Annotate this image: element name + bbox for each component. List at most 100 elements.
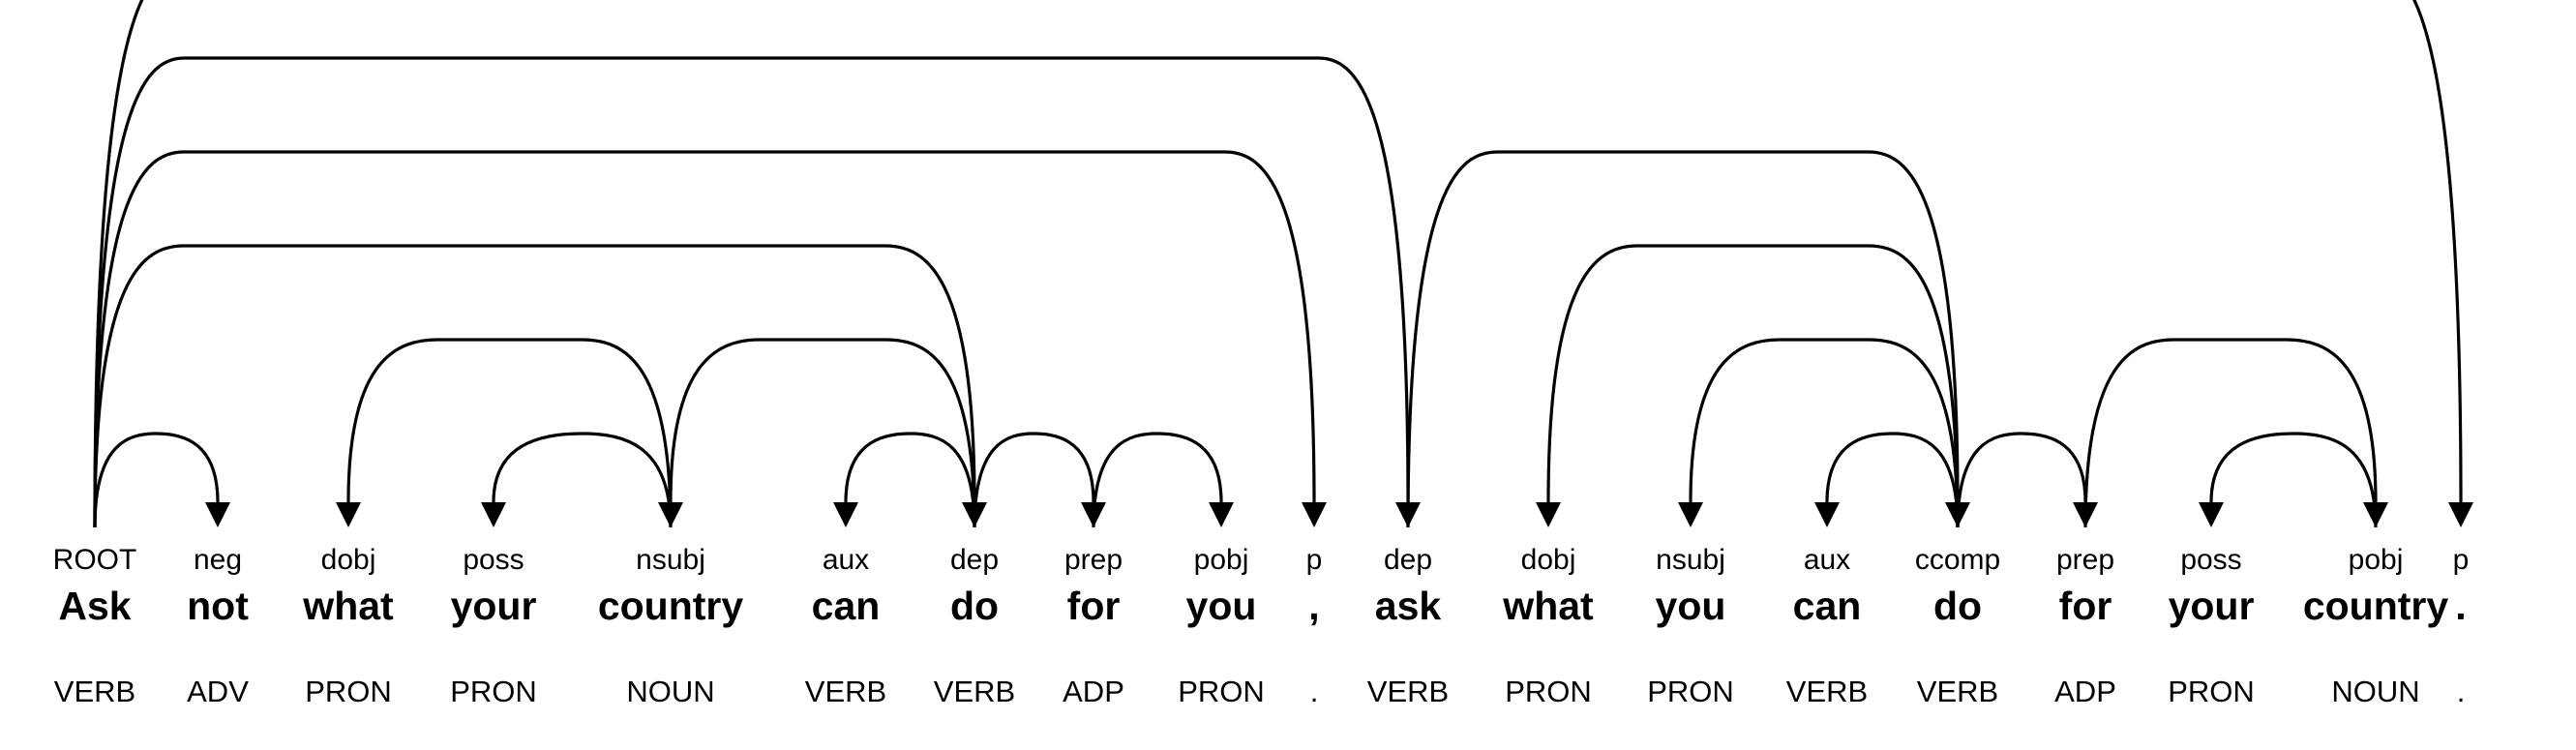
arc-path (93, 56, 1410, 528)
dep-label-3: poss (463, 544, 524, 576)
arrow-head-icon (481, 502, 506, 527)
pos-tag-14: VERB (1917, 675, 1998, 708)
arc-path (2083, 338, 2378, 528)
word-4[interactable]: country (598, 584, 744, 628)
arc-nsubj-6-4 (658, 338, 976, 528)
pos-tag-10: VERB (1367, 675, 1449, 708)
arrow-head-icon (336, 502, 361, 527)
word-9[interactable]: , (1308, 584, 1319, 628)
dep-label-9: p (1306, 544, 1323, 576)
pos-tag-7: ADP (1063, 675, 1124, 708)
word-18[interactable]: . (2455, 584, 2466, 628)
arc-path (1825, 432, 1960, 528)
arrow-head-icon (1678, 502, 1703, 527)
pos-tags-layer: VERB ADV PRON PRON NOUN VERB VERB ADP PRON. VERB P… (54, 675, 2466, 708)
arc-path (1092, 432, 1223, 528)
word-17[interactable]: country (2303, 584, 2449, 628)
pos-tag-0: VERB (54, 675, 135, 708)
pos-tag-5: VERB (805, 675, 886, 708)
pos-tag-3: PRON (450, 675, 537, 708)
dep-label-2: dobj (321, 544, 376, 576)
pos-tag-17: NOUN (2331, 675, 2419, 708)
pos-tag-8: PRON (1178, 675, 1265, 708)
dep-label-5: aux (823, 544, 869, 576)
word-1[interactable]: not (187, 584, 249, 628)
pos-tag-11: PRON (1505, 675, 1592, 708)
arc-path (2209, 432, 2378, 528)
arc-aux-6-5 (833, 432, 976, 528)
word-10[interactable]: ask (1375, 584, 1442, 628)
pos-tag-18: . (2457, 675, 2466, 708)
arrow-head-icon (1536, 502, 1561, 527)
word-11[interactable]: what (1502, 584, 1594, 628)
word-3[interactable]: your (451, 584, 537, 628)
arc-prep-14-15 (1956, 432, 2098, 528)
arc-p-0-18 (93, 0, 2473, 528)
arrow-head-icon (205, 502, 230, 527)
word-6[interactable]: do (950, 584, 999, 628)
arc-path (93, 244, 976, 528)
dep-label-10: dep (1384, 544, 1432, 576)
arrow-head-icon (1814, 502, 1840, 527)
arc-path (973, 432, 1095, 528)
pos-tag-4: NOUN (626, 675, 714, 708)
arc-path (93, 0, 2463, 528)
arc-dobj-4-2 (336, 338, 673, 528)
word-14[interactable]: do (1933, 584, 1982, 628)
arc-neg-0-1 (93, 432, 230, 528)
pos-tag-2: PRON (305, 675, 392, 708)
arc-nsubj-14-12 (1678, 338, 1960, 528)
dep-label-8: pobj (1194, 544, 1249, 576)
arrow-head-icon (833, 502, 858, 527)
pos-tag-15: ADP (2054, 675, 2116, 708)
dep-label-11: dobj (1521, 544, 1576, 576)
dep-label-0: ROOT (53, 544, 137, 576)
arc-p-0-9 (93, 150, 1327, 528)
arc-path (93, 150, 1316, 528)
dep-label-7: prep (1064, 544, 1123, 576)
arc-path (669, 338, 976, 528)
arc-poss-17-16 (2199, 432, 2378, 528)
word-5[interactable]: can (812, 584, 881, 628)
word-16[interactable]: your (2169, 584, 2255, 628)
word-13[interactable]: can (1793, 584, 1862, 628)
word-0[interactable]: Ask (58, 584, 131, 628)
pos-tag-9: . (1310, 675, 1319, 708)
dep-label-1: neg (194, 544, 242, 576)
arc-path (1689, 338, 1960, 528)
pos-tag-6: VERB (934, 675, 1015, 708)
arrow-head-icon (2448, 502, 2473, 527)
dep-label-18: p (2453, 544, 2470, 576)
arc-dep-0-10 (93, 56, 1421, 528)
word-2[interactable]: what (302, 584, 394, 628)
word-12[interactable]: you (1656, 584, 1726, 628)
arc-path (1406, 150, 1960, 528)
word-8[interactable]: you (1186, 584, 1257, 628)
dep-label-6: dep (950, 544, 999, 576)
dep-label-4: nsubj (636, 544, 705, 576)
arc-prep-6-7 (973, 432, 1106, 528)
dependency-labels-layer: ROOT neg dobj poss nsubj aux dep prep pobj p dep do… (53, 544, 2470, 576)
arc-path (93, 432, 220, 528)
dep-label-14: ccomp (1915, 544, 2000, 576)
arcs-layer (93, 0, 2473, 528)
pos-tag-16: PRON (2168, 675, 2255, 708)
pos-tag-12: PRON (1647, 675, 1734, 708)
word-7[interactable]: for (1067, 584, 1121, 628)
arrow-head-icon (2199, 502, 2224, 527)
word-15[interactable]: for (2059, 584, 2112, 628)
pos-tag-1: ADV (187, 675, 249, 708)
arrow-head-icon (1209, 502, 1234, 527)
arc-path (844, 432, 976, 528)
arrow-head-icon (2363, 502, 2388, 527)
dep-label-16: poss (2180, 544, 2241, 576)
arc-aux-14-13 (1814, 432, 1960, 528)
arc-pobj-7-8 (1092, 432, 1234, 528)
dep-label-13: aux (1804, 544, 1850, 576)
dep-label-15: prep (2056, 544, 2114, 576)
arc-dobj-14-11 (1536, 244, 1960, 528)
arc-path (1956, 432, 2087, 528)
arc-path (1546, 244, 1960, 528)
